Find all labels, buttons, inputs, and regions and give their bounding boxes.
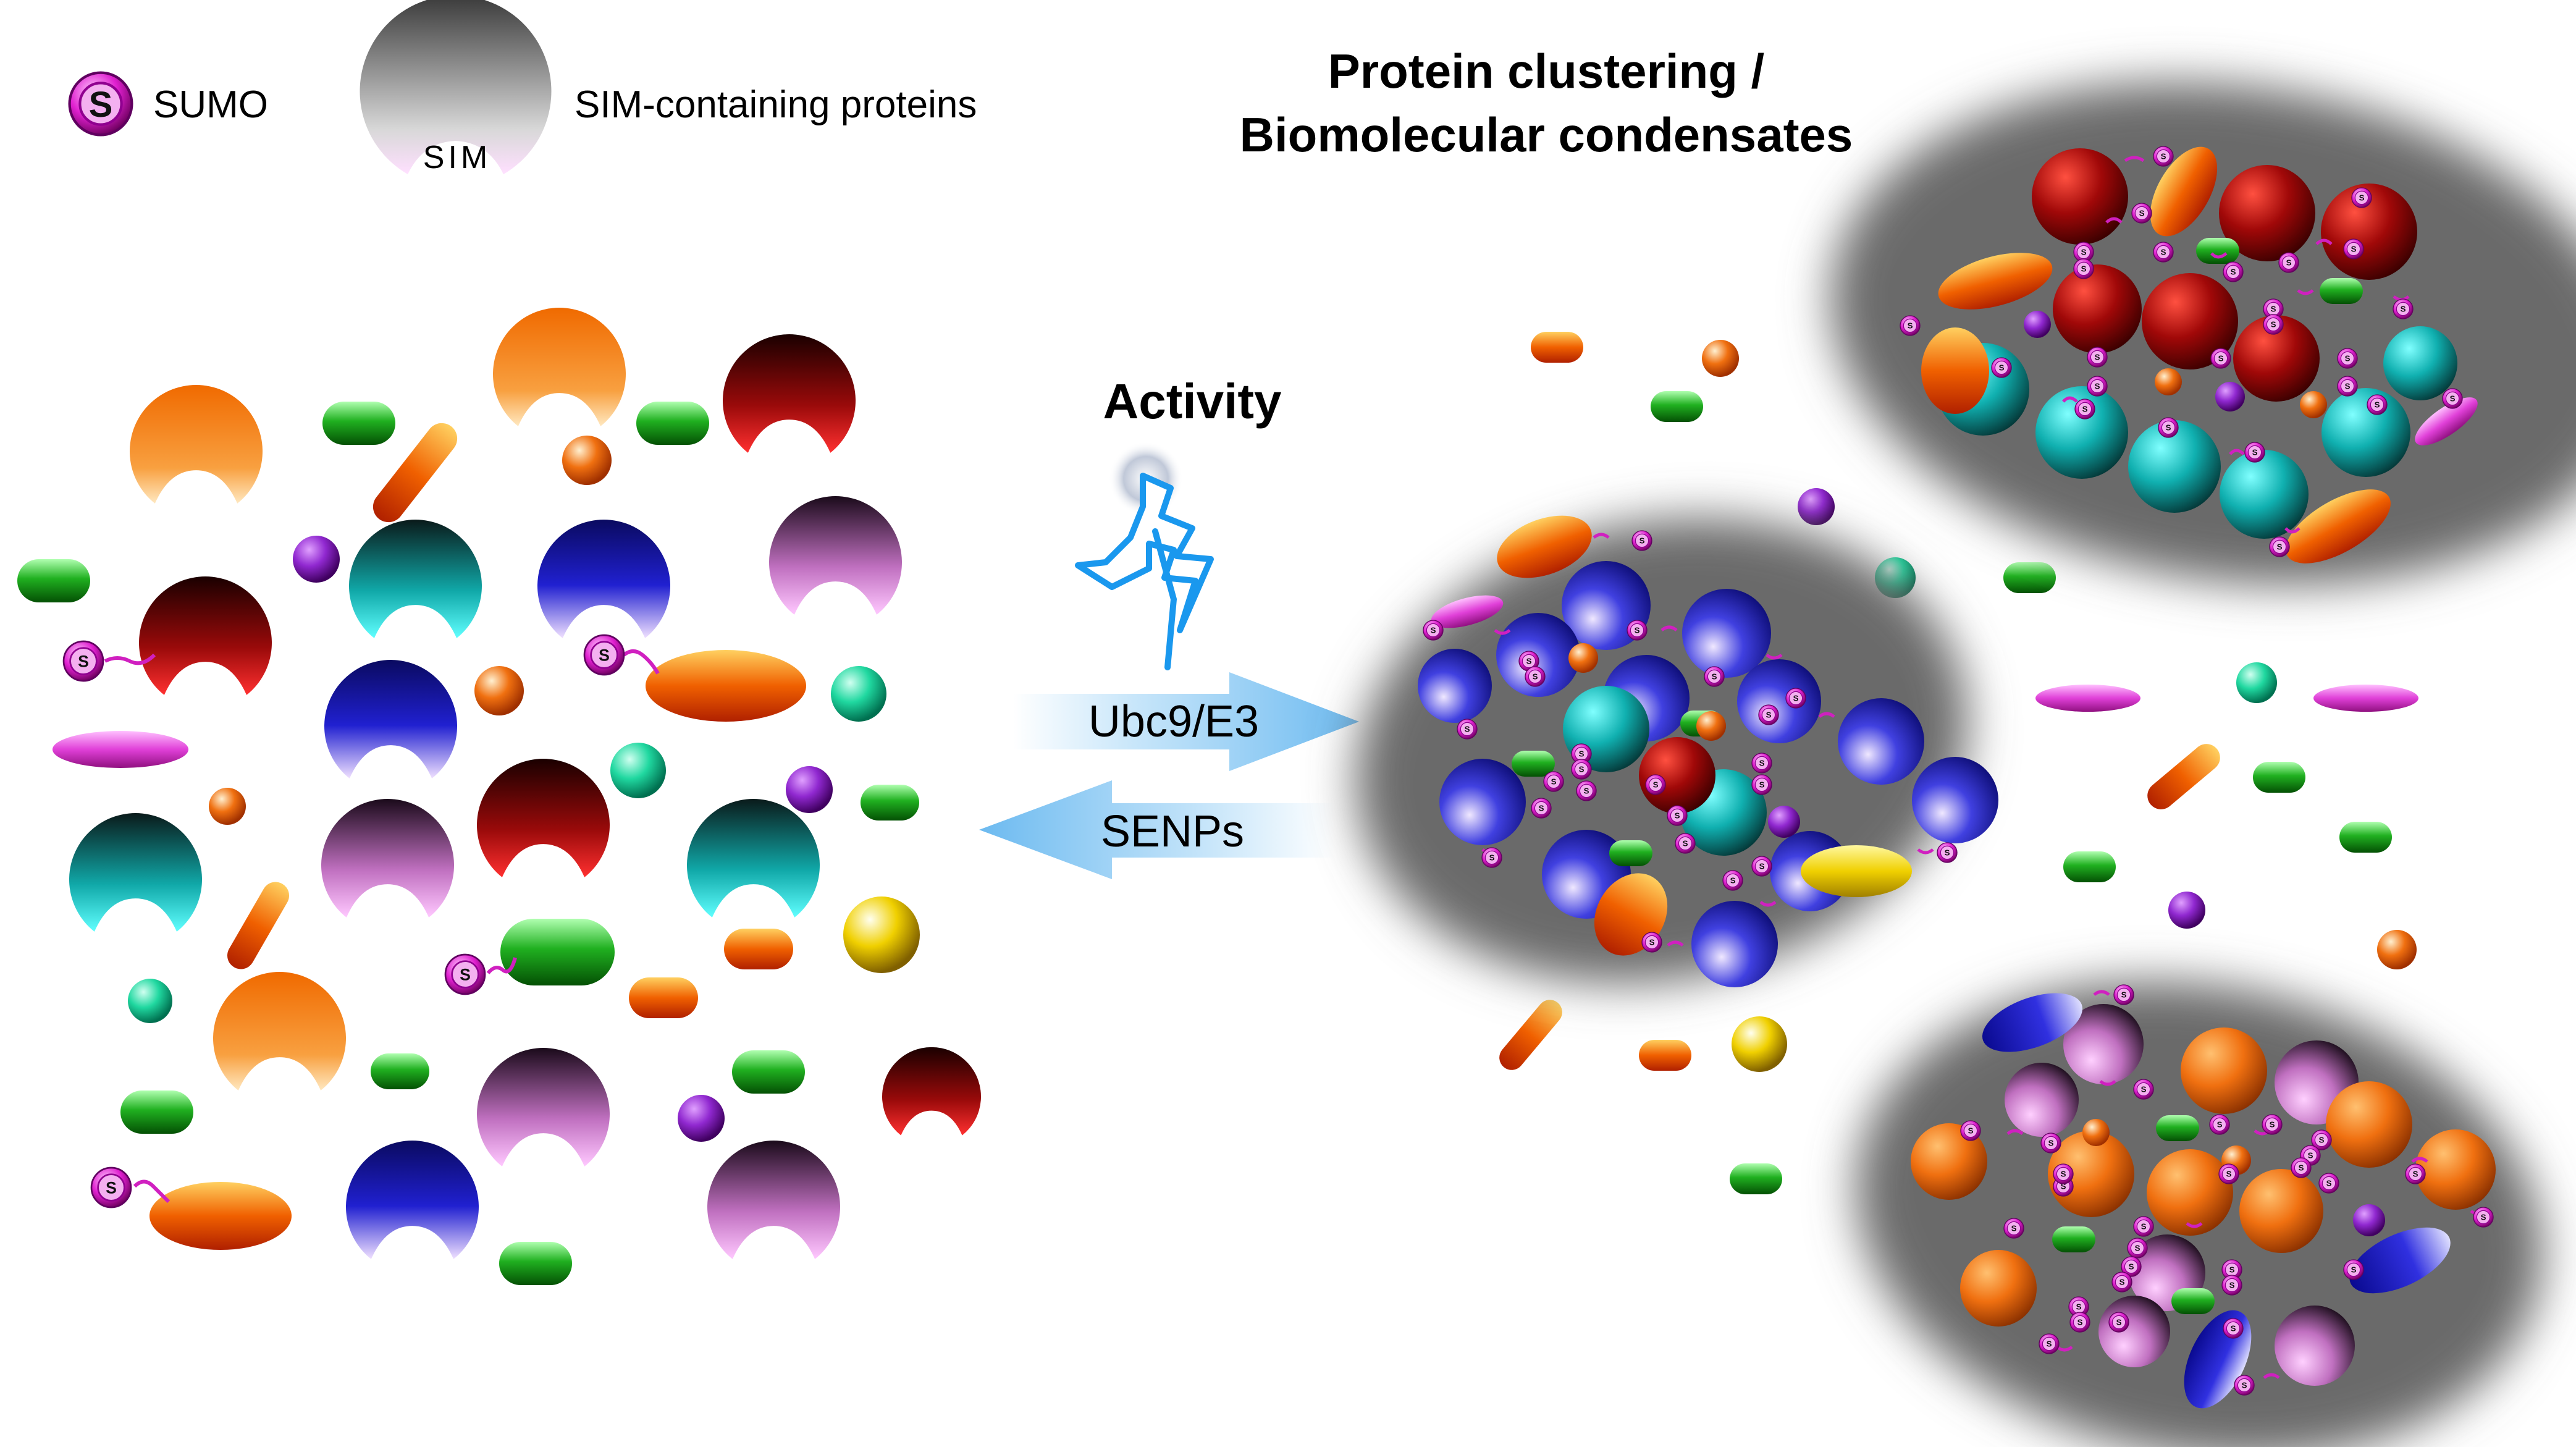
legend-sumo-label: SUMO xyxy=(153,83,268,126)
condensate-cluster xyxy=(1355,515,1998,987)
green-protein xyxy=(499,1242,572,1285)
sim-protein xyxy=(346,1141,479,1259)
green-protein xyxy=(17,559,90,602)
orange-sphere xyxy=(474,666,524,715)
orange-rod xyxy=(373,423,458,523)
forward-arrow-icon xyxy=(1013,672,1359,771)
green-protein xyxy=(861,785,919,821)
orange-rod xyxy=(1499,1000,1562,1070)
sumoylated-protein xyxy=(444,953,517,995)
diagram-title-line2: Biomolecular condensates xyxy=(1240,108,1853,162)
free-proteins xyxy=(1499,332,2418,1194)
mint-sphere xyxy=(2236,662,2277,703)
green-protein xyxy=(500,919,615,985)
green-protein xyxy=(1730,1163,1782,1194)
sim-protein xyxy=(882,1047,981,1136)
green-protein xyxy=(2339,822,2392,853)
sim-protein xyxy=(687,799,820,918)
purple-sphere xyxy=(1798,488,1835,525)
green-protein xyxy=(371,1053,429,1089)
forward-arrow-label: Ubc9/E3 xyxy=(1088,697,1259,746)
sumo-icon-letter: S xyxy=(89,85,113,125)
sim-protein xyxy=(324,660,457,778)
sim-protein xyxy=(69,813,203,932)
sim-protein xyxy=(723,334,856,453)
reverse-arrow-label: SENPs xyxy=(1101,807,1244,856)
purple-sphere xyxy=(293,536,340,583)
sumoylated-protein xyxy=(62,640,156,682)
sim-protein xyxy=(349,520,482,638)
yellow-sphere xyxy=(1732,1016,1787,1072)
legend: S SUMO SIM SIM-containing proteins xyxy=(68,0,977,175)
sim-protein-icon xyxy=(360,0,552,174)
orange-protein xyxy=(724,929,793,969)
lightning-icon xyxy=(1075,473,1214,670)
mint-sphere xyxy=(610,743,666,798)
sim-protein xyxy=(213,972,346,1091)
orange-rod xyxy=(2147,744,2220,809)
sim-protein xyxy=(707,1141,840,1259)
diagram-title-line1: Protein clustering / xyxy=(1328,44,1764,98)
dispersed-proteins xyxy=(17,308,981,1285)
sim-icon-label: SIM xyxy=(423,140,491,175)
purple-sphere xyxy=(678,1095,725,1142)
condensate-cluster xyxy=(1856,981,2543,1447)
mint-sphere xyxy=(831,666,886,722)
sim-protein xyxy=(769,496,902,615)
reverse-arrow-icon xyxy=(979,780,1334,879)
activity-group: Activity xyxy=(1075,374,1282,670)
green-protein xyxy=(1651,391,1703,422)
green-protein xyxy=(2063,851,2116,882)
legend-sim-label: SIM-containing proteins xyxy=(575,83,977,126)
condensate-cluster xyxy=(1830,82,2576,585)
orange-sphere xyxy=(562,436,612,485)
orange-protein xyxy=(1639,1040,1691,1071)
green-protein xyxy=(732,1050,805,1094)
sim-protein xyxy=(537,520,670,638)
sumo-icon xyxy=(68,71,133,137)
purple-sphere xyxy=(786,766,833,813)
orange-rod xyxy=(227,882,289,969)
orange-sphere xyxy=(2377,930,2417,969)
pink-protein xyxy=(2313,685,2418,712)
sim-protein xyxy=(477,759,610,877)
activity-label: Activity xyxy=(1103,374,1282,429)
sim-protein xyxy=(139,576,272,695)
pink-protein xyxy=(53,731,188,768)
sumoylated-protein xyxy=(90,1166,292,1250)
sim-protein xyxy=(130,385,263,504)
mint-sphere xyxy=(128,979,172,1023)
pink-protein xyxy=(2035,685,2140,712)
green-protein xyxy=(636,402,709,445)
green-protein xyxy=(2253,762,2305,793)
orange-sphere xyxy=(1702,340,1739,377)
orange-protein xyxy=(629,977,698,1018)
green-protein xyxy=(120,1091,193,1134)
purple-sphere xyxy=(2168,892,2205,929)
yellow-sphere xyxy=(843,896,920,973)
orange-protein xyxy=(1531,332,1583,363)
orange-sphere xyxy=(209,788,246,825)
green-protein xyxy=(2003,562,2056,593)
sim-protein xyxy=(321,799,454,918)
sim-protein xyxy=(493,308,626,426)
green-protein xyxy=(322,402,395,445)
sim-protein xyxy=(477,1048,610,1166)
sumoylated-protein xyxy=(583,634,806,722)
